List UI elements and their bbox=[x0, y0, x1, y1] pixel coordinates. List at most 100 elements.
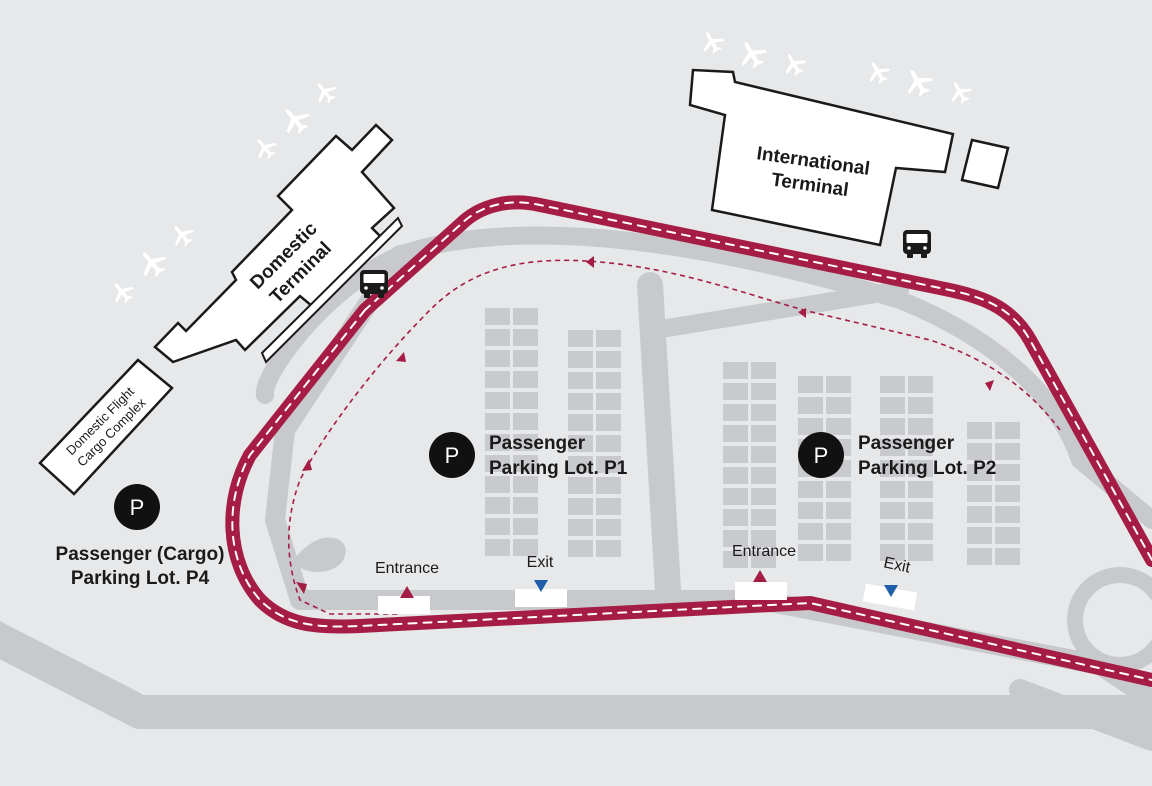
parking-icon: P bbox=[429, 432, 475, 478]
parking-space bbox=[513, 518, 538, 535]
parking-space bbox=[596, 477, 621, 494]
direction-arrow-icon bbox=[586, 256, 594, 268]
parking-symbol-p1: P bbox=[445, 443, 460, 468]
parking-space bbox=[513, 371, 538, 388]
parking-space bbox=[751, 488, 776, 505]
parking-space bbox=[513, 350, 538, 367]
p1-entrance-label: Entrance bbox=[375, 560, 439, 577]
airplane-icon bbox=[862, 56, 894, 88]
parking-space bbox=[568, 519, 593, 536]
parking-space bbox=[880, 544, 905, 561]
parking-space bbox=[485, 350, 510, 367]
international-terminal-building bbox=[688, 68, 1010, 247]
inner-route bbox=[287, 259, 1061, 615]
parking-space bbox=[880, 502, 905, 519]
parking-space bbox=[798, 418, 823, 435]
parking-space bbox=[880, 376, 905, 393]
parking-space bbox=[596, 330, 621, 347]
parking-space bbox=[826, 544, 851, 561]
parking-space bbox=[751, 530, 776, 547]
parking-space bbox=[596, 393, 621, 410]
parking-space bbox=[880, 439, 905, 456]
parking-space bbox=[568, 498, 593, 515]
parking-space bbox=[723, 362, 748, 379]
parking-space bbox=[723, 551, 748, 568]
parking-space bbox=[798, 397, 823, 414]
parking-space bbox=[798, 502, 823, 519]
parking-space bbox=[723, 509, 748, 526]
parking-space bbox=[485, 329, 510, 346]
direction-arrow-icon bbox=[985, 380, 994, 391]
airplane-icon bbox=[249, 132, 281, 164]
parking-space bbox=[568, 330, 593, 347]
parking-space bbox=[596, 456, 621, 473]
parking-space bbox=[723, 488, 748, 505]
parking-space bbox=[751, 467, 776, 484]
parking-space bbox=[798, 544, 823, 561]
lot-p4-label-line2: Parking Lot. P4 bbox=[71, 568, 210, 589]
parking-space bbox=[826, 523, 851, 540]
airplane-icon bbox=[944, 76, 976, 108]
parking-space bbox=[596, 372, 621, 389]
parking-space bbox=[596, 540, 621, 557]
parking-space bbox=[826, 502, 851, 519]
parking-space bbox=[513, 413, 538, 430]
entrance-arrow-icon bbox=[753, 570, 767, 582]
direction-arrow-icon bbox=[302, 459, 312, 471]
parking-space bbox=[967, 443, 992, 460]
parking-space bbox=[880, 460, 905, 477]
parking-space bbox=[568, 414, 593, 431]
parking-space bbox=[995, 527, 1020, 544]
parking-space bbox=[485, 392, 510, 409]
airplane-icon bbox=[106, 276, 138, 308]
airplane-icon bbox=[733, 35, 771, 73]
parking-space bbox=[826, 418, 851, 435]
parking-space bbox=[908, 460, 933, 477]
parking-space bbox=[485, 539, 510, 556]
parking-space bbox=[513, 497, 538, 514]
parking-space bbox=[751, 383, 776, 400]
parking-space bbox=[513, 392, 538, 409]
parking-space bbox=[798, 523, 823, 540]
parking-space bbox=[513, 308, 538, 325]
lot-p2-label-line1: Passenger bbox=[858, 433, 955, 454]
main-route bbox=[225, 195, 1152, 687]
parking-space bbox=[568, 351, 593, 368]
p2-exit-label: Exit bbox=[882, 554, 912, 576]
road-network bbox=[0, 226, 1152, 751]
parking-space bbox=[485, 476, 510, 493]
parking-icon: P bbox=[798, 432, 844, 478]
parking-space bbox=[723, 467, 748, 484]
parking-space bbox=[751, 509, 776, 526]
parking-space bbox=[967, 527, 992, 544]
parking-space bbox=[908, 439, 933, 456]
airplane-icon bbox=[309, 76, 341, 108]
parking-space bbox=[513, 539, 538, 556]
parking-space bbox=[908, 418, 933, 435]
parking-space bbox=[798, 376, 823, 393]
route-arrows bbox=[296, 256, 994, 594]
parking-space bbox=[485, 518, 510, 535]
direction-arrow-icon bbox=[296, 582, 307, 594]
airplane-icon bbox=[275, 100, 315, 140]
parking-space bbox=[485, 497, 510, 514]
parking-space bbox=[995, 443, 1020, 460]
parking-space bbox=[723, 404, 748, 421]
parking-space bbox=[995, 464, 1020, 481]
parking-space bbox=[908, 481, 933, 498]
entrance-arrow-icon bbox=[400, 586, 414, 598]
parking-space bbox=[995, 548, 1020, 565]
parking-space bbox=[513, 455, 538, 472]
parking-space bbox=[751, 362, 776, 379]
parking-space bbox=[751, 425, 776, 442]
parking-space bbox=[967, 464, 992, 481]
parking-space bbox=[513, 434, 538, 451]
direction-arrow-icon bbox=[396, 352, 406, 362]
gate-markers bbox=[378, 570, 918, 614]
parking-space bbox=[880, 418, 905, 435]
parking-space bbox=[995, 422, 1020, 439]
parking-space bbox=[967, 506, 992, 523]
domestic-terminal-building bbox=[153, 123, 404, 364]
